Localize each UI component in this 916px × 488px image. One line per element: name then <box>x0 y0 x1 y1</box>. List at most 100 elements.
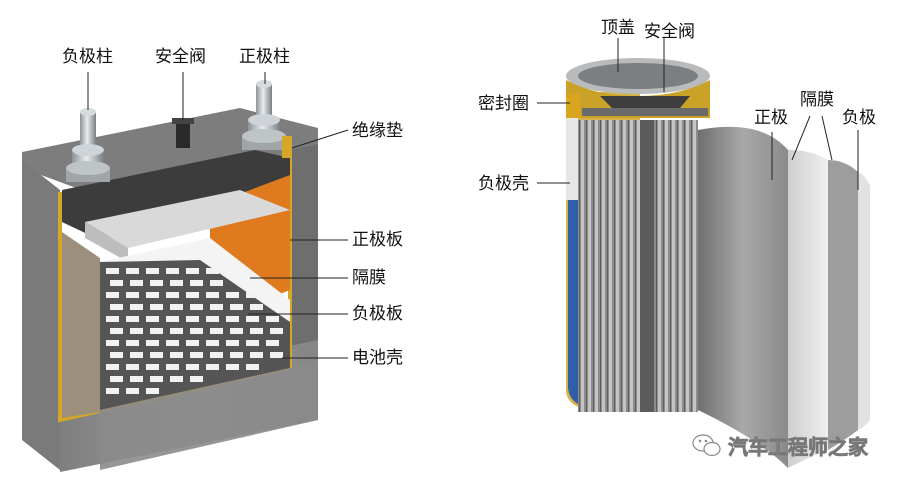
grid-hole <box>150 280 163 286</box>
positive-electrode-sheet <box>698 126 788 469</box>
grid-hole <box>226 340 239 346</box>
outer-separator-sheet <box>858 172 870 430</box>
top-plate <box>85 190 290 248</box>
grid-hole <box>150 352 163 358</box>
grid-hole <box>186 364 199 370</box>
right-leader-lines <box>537 38 859 190</box>
insulation-washer <box>282 136 292 158</box>
grid-hole <box>186 292 199 298</box>
grid-hole <box>250 328 263 334</box>
grid-hole <box>106 316 119 322</box>
label-seal-ring: 密封圈 <box>478 94 529 114</box>
grid-hole <box>206 268 219 274</box>
label-insulation-pad: 绝缘垫 <box>352 121 403 141</box>
grid-hole <box>190 280 203 286</box>
grid-hole <box>110 376 123 382</box>
grid-hole <box>106 364 119 370</box>
grid-hole <box>130 280 143 286</box>
grid-hole <box>270 352 283 358</box>
grid-hole <box>210 328 223 334</box>
negative-electrode-sheet <box>828 160 858 450</box>
grid-hole <box>190 304 203 310</box>
grid-hole <box>110 280 123 286</box>
electrode-coil <box>578 120 698 412</box>
safety-valve-shape <box>600 96 690 108</box>
grid-hole <box>206 292 219 298</box>
left-leader-lines <box>87 72 349 359</box>
label-negative-post: 负极柱 <box>62 47 113 67</box>
grid-hole <box>170 352 183 358</box>
grid-hole <box>150 304 163 310</box>
grid-hole <box>210 304 223 310</box>
grid-hole <box>250 304 263 310</box>
grid-hole <box>210 280 223 286</box>
label-separator-right: 隔膜 <box>800 90 834 110</box>
grid-hole <box>266 340 279 346</box>
grid-hole <box>206 316 219 322</box>
grid-hole <box>146 340 159 346</box>
grid-hole <box>146 292 159 298</box>
grid-hole <box>226 292 239 298</box>
grid-hole <box>246 364 259 370</box>
grid-hole <box>190 352 203 358</box>
label-negative-plate: 负极板 <box>352 304 403 324</box>
grid-hole <box>130 352 143 358</box>
top-plate-front <box>85 222 128 262</box>
grid-hole <box>190 376 203 382</box>
grid-hole <box>246 292 259 298</box>
label-battery-case: 电池壳 <box>352 348 403 368</box>
seal-ring-shape <box>566 94 580 118</box>
grid-hole <box>110 352 123 358</box>
grid-hole <box>126 268 139 274</box>
grid-hole <box>130 376 143 382</box>
case-front <box>22 160 60 470</box>
coil-core <box>640 120 654 412</box>
grid-hole <box>106 388 119 394</box>
grid-hole <box>110 328 123 334</box>
grid-hole <box>110 304 123 310</box>
safety-valve <box>172 118 194 148</box>
label-positive-plate: 正极板 <box>352 230 403 250</box>
grid-hole <box>230 352 243 358</box>
grid-hole <box>166 316 179 322</box>
grid-hole <box>266 316 279 322</box>
grid-hole <box>230 328 243 334</box>
watermark-text: 汽车工程师之家 <box>728 435 869 460</box>
grid-hole <box>126 316 139 322</box>
grid-hole <box>150 376 163 382</box>
grid-hole <box>246 340 259 346</box>
grid-hole <box>230 304 243 310</box>
grid-hole <box>170 280 183 286</box>
grid-hole <box>126 364 139 370</box>
label-safety-valve-right: 安全阀 <box>644 22 695 42</box>
grid-hole <box>150 328 163 334</box>
label-safety-valve-left: 安全阀 <box>155 47 206 67</box>
case-bottom-front <box>100 360 318 470</box>
grid-hole <box>170 328 183 334</box>
separator-sheet <box>788 150 828 468</box>
label-negative-case: 负极壳 <box>478 174 529 194</box>
grid-hole <box>130 328 143 334</box>
negative-post <box>66 108 110 182</box>
grid-hole <box>226 316 239 322</box>
plate-stack-side <box>62 232 100 418</box>
positive-post <box>242 80 286 150</box>
grid-hole <box>166 364 179 370</box>
case-right-face <box>290 144 318 368</box>
cylindrical-battery <box>537 38 870 469</box>
negative-plate-grid <box>106 268 283 394</box>
grid-hole <box>166 340 179 346</box>
grid-hole <box>210 352 223 358</box>
grid-hole <box>250 352 263 358</box>
separator-shape <box>100 238 290 322</box>
grid-hole <box>166 268 179 274</box>
grid-hole <box>106 268 119 274</box>
grid-hole <box>126 292 139 298</box>
prismatic-battery <box>22 72 349 472</box>
wechat-logo-icon <box>692 434 721 457</box>
label-negative: 负极 <box>842 108 876 128</box>
case-highlight <box>566 100 578 200</box>
label-top-cap: 顶盖 <box>601 18 635 38</box>
grid-hole <box>186 316 199 322</box>
top-ring-inner <box>578 63 698 89</box>
